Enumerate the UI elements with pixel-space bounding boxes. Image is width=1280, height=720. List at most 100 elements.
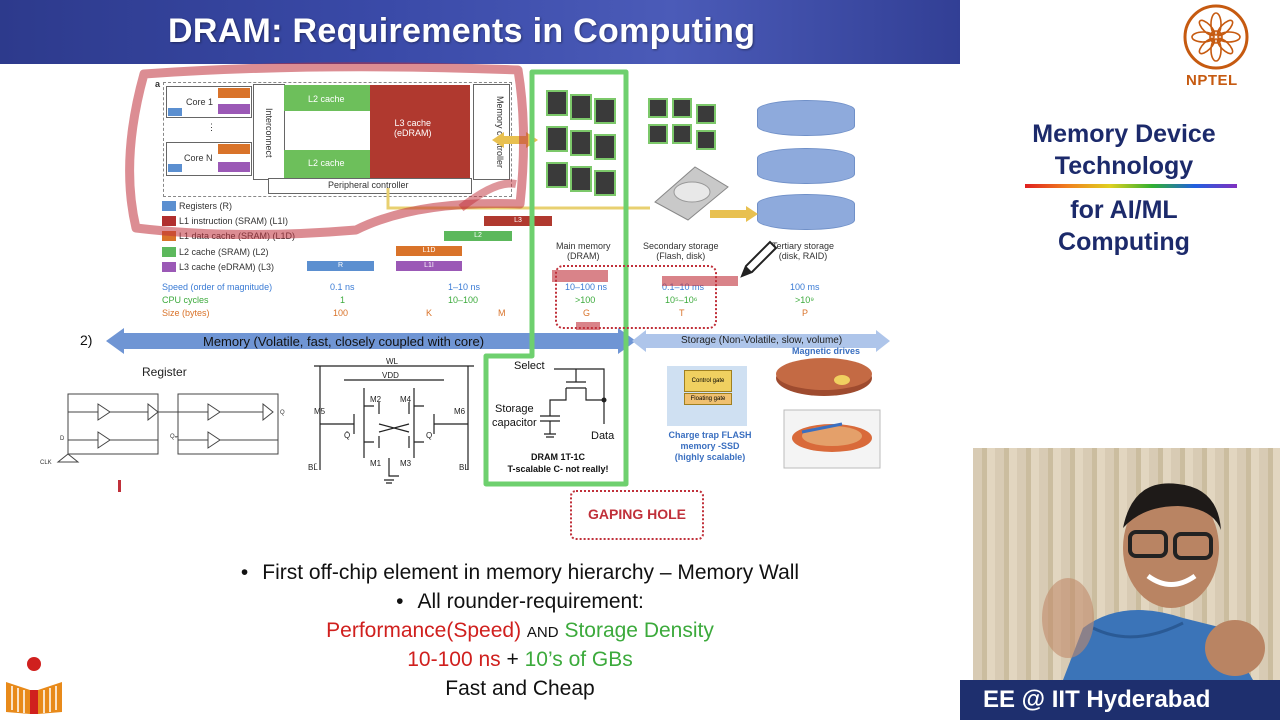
tertiary-disk — [757, 148, 855, 184]
speed-red-mark — [552, 270, 608, 282]
sram-m6: M6 — [454, 407, 466, 416]
secondary-storage-label: Secondary storage (Flash, disk) — [643, 241, 719, 261]
l2-bottom-label: L2 cache — [308, 158, 345, 168]
flash-chip — [672, 124, 692, 144]
sidebar-title-line2: Technology — [1054, 152, 1194, 180]
core-n-l1d — [218, 144, 250, 154]
core-n-reg — [168, 164, 182, 172]
dram-chip — [570, 94, 592, 120]
l2-bottom — [284, 150, 370, 178]
legend-registers: Registers (R) — [179, 201, 233, 211]
bar-l2: L2 — [444, 231, 512, 241]
dram-chip — [594, 98, 616, 124]
sram-m3: M3 — [400, 459, 412, 468]
legend-swatch-l3 — [162, 262, 176, 272]
legend-swatch-l1i — [162, 216, 176, 226]
sram-vdd: VDD — [382, 371, 399, 380]
sram-6t-circuit-diagram: WL VDD M5 M2 M4 M6 Q Q̄ M1 M3 BL BL̄ — [308, 358, 474, 484]
bullet-1: •First off-chip element in memory hierar… — [0, 561, 1040, 585]
institute-logo-icon — [6, 657, 62, 714]
legend-l3: L3 cache (eDRAM) (L3) — [179, 262, 275, 272]
core-dots: ⋮ — [207, 122, 216, 132]
size-value: 100 — [333, 308, 349, 318]
flash-chip — [648, 98, 668, 118]
speed-dotted-annotation — [555, 265, 717, 329]
cpu-row-label: CPU cycles — [162, 295, 209, 305]
core-n-label: Core N — [184, 153, 213, 163]
speed-value: 0.1–10 ms — [662, 282, 705, 292]
webcam-video — [973, 448, 1280, 680]
flash-caption: Charge trap FLASH memory -SSD (highly sc… — [668, 430, 752, 462]
footer-banner-text: EE @ IIT Hyderabad — [983, 686, 1211, 713]
size-value: P — [802, 308, 809, 318]
density-text: Storage Density — [564, 619, 714, 642]
speed-value: 10–100 ns — [565, 282, 608, 292]
panel-label: a — [155, 79, 161, 89]
sram-m5: M5 — [314, 407, 326, 416]
dram-chip — [570, 130, 592, 156]
flash-chip — [696, 104, 716, 124]
dram-chip — [570, 166, 592, 192]
gbs-text: 10’s of GBs — [524, 648, 633, 671]
memory-arrow — [106, 328, 636, 354]
flash-chip — [696, 130, 716, 150]
dram-chip — [594, 170, 616, 196]
dram-chip — [546, 162, 568, 188]
dram-chip — [594, 134, 616, 160]
storage-arrow — [632, 330, 890, 352]
size-red-mark — [576, 322, 600, 330]
bar-l3: L3 — [484, 216, 552, 226]
hard-disk-icon — [654, 166, 729, 221]
legend-swatch-registers — [162, 201, 176, 211]
sidebar-sub-line1: for AI/ML — [1070, 196, 1178, 224]
pen-cursor-icon — [740, 240, 778, 278]
gaping-hole-label: GAPING HOLE — [588, 506, 687, 522]
core-1-l1d — [218, 88, 250, 98]
speed-red-mark — [662, 276, 738, 286]
flash-chip — [648, 124, 668, 144]
l2-top — [284, 85, 370, 111]
svg-text:Q: Q — [280, 410, 285, 416]
dram-caption-1: DRAM 1T-1C — [530, 452, 585, 462]
dram-chip — [546, 90, 568, 116]
peripheral-label: Peripheral controller — [328, 180, 409, 190]
peripheral-box — [268, 178, 472, 194]
l2-top-label: L2 cache — [308, 94, 345, 104]
svg-text:Qₘ: Qₘ — [170, 434, 179, 440]
speed-value: 1–10 ns — [448, 282, 481, 292]
legend-l1i: L1 instruction (SRAM) (L1I) — [179, 216, 289, 226]
green-highlight-annotation — [483, 69, 629, 487]
footer-banner — [960, 680, 1280, 720]
svg-text:D: D — [60, 436, 65, 442]
dram-data-label: Data — [591, 430, 615, 442]
bullet-dot: • — [396, 590, 404, 613]
size-value: T — [679, 308, 685, 318]
title-bar — [0, 0, 960, 64]
bullet-2-text: All rounder-requirement: — [417, 590, 644, 613]
slide-title: DRAM: Requirements in Computing — [168, 12, 756, 50]
core-1-reg — [168, 108, 182, 116]
legend-l2: L2 cache (SRAM) (L2) — [179, 247, 269, 257]
flash-chip — [672, 98, 692, 118]
sidebar-sub-line2: Computing — [1058, 228, 1190, 256]
cpu-value: 10–100 — [448, 295, 479, 305]
main-memory-label: Main memory (DRAM) — [556, 241, 611, 261]
bullet-4: 10-100 ns + 10’s of GBs — [0, 648, 1040, 672]
flash-floating-gate: Floating gate — [684, 393, 732, 405]
l3-cache — [370, 85, 470, 178]
core-n-l1i — [218, 162, 250, 172]
bullet-3: Performance(Speed) AND Storage Density — [0, 619, 1040, 643]
and-text: AND — [526, 624, 559, 641]
sram-m2: M2 — [370, 395, 382, 404]
dram-1t1c-circuit — [540, 368, 607, 438]
speed-value: 0.1 ns — [330, 282, 355, 292]
cpu-value: 1 — [340, 295, 346, 305]
plus-text: + — [506, 648, 519, 671]
dram-caption-2: T-scalable C- not really! — [507, 464, 609, 474]
l3-label: L3 cache (eDRAM) — [394, 118, 432, 138]
sram-m4: M4 — [400, 395, 412, 404]
memory-arrow-label: Memory (Volatile, fast, closely coupled … — [203, 334, 485, 349]
nptel-logo-text: NPTEL — [1186, 72, 1238, 89]
bullet-5: Fast and Cheap — [0, 677, 1040, 701]
storage-arrow-label: Storage (Non-Volatile, slow, volume) — [681, 335, 843, 346]
